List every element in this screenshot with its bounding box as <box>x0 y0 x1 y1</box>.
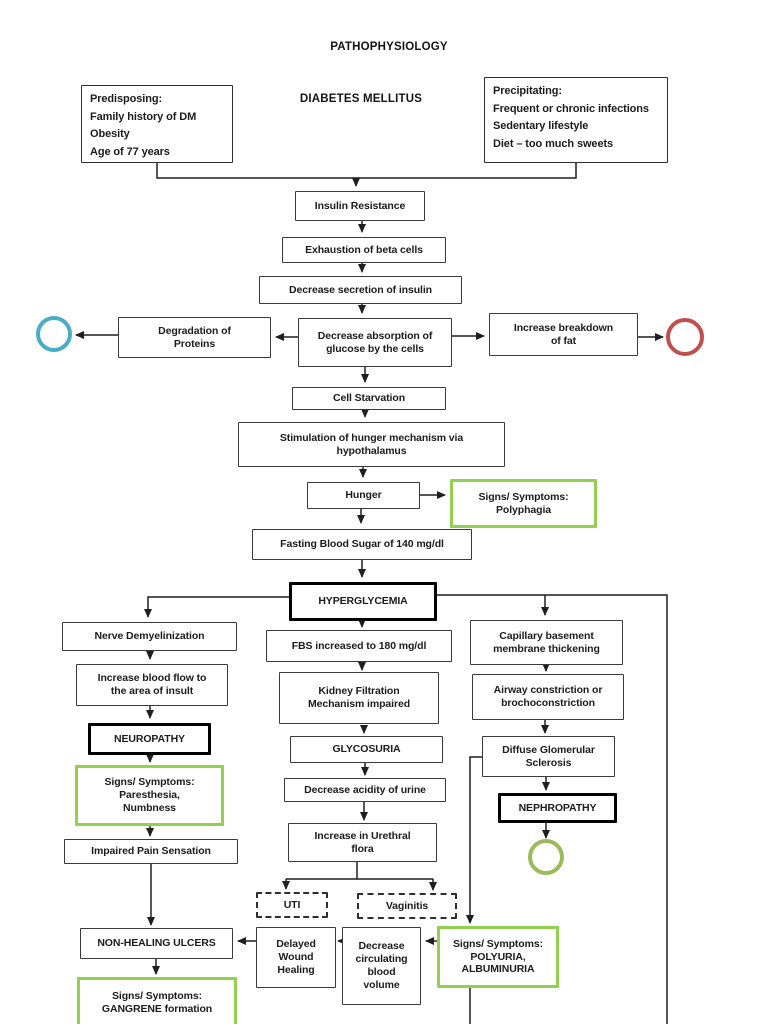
node-fbs-increased: FBS increased to 180 mg/dl <box>266 630 452 662</box>
node-stimulation-hunger: Stimulation of hunger mechanism via hypo… <box>238 422 505 467</box>
node-decrease-acidity-urine: Decrease acidity of urine <box>284 778 446 802</box>
node-degradation-proteins: Degradation of Proteins <box>118 317 271 358</box>
node-delayed-wound-healing: Delayed Wound Healing <box>256 927 336 988</box>
node-increase-blood-flow: Increase blood flow to the area of insul… <box>76 664 228 706</box>
node-impaired-pain-sensation: Impaired Pain Sensation <box>64 839 238 864</box>
node-predisposing: Predisposing: Family history of DM Obesi… <box>81 85 233 163</box>
node-uti: UTI <box>256 892 328 918</box>
continuation-circle-red <box>666 318 704 356</box>
node-decrease-circulating-volume: Decrease circulating blood volume <box>342 927 421 1005</box>
node-non-healing-ulcers: NON-HEALING ULCERS <box>80 928 233 959</box>
node-glycosuria: GLYCOSURIA <box>290 736 443 763</box>
branch-left-nerve <box>144 596 289 618</box>
node-urethral-flora: Increase in Urethral flora <box>288 823 437 862</box>
connector-predisposing-precipitating <box>156 163 577 179</box>
node-kidney-filtration: Kidney Filtration Mechanism impaired <box>279 672 439 724</box>
continuation-circle-green <box>528 839 564 875</box>
diagnosis-heading: DIABETES MELLITUS <box>299 93 423 105</box>
node-airway-constriction: Airway constriction or brochoconstrictio… <box>472 674 624 720</box>
node-hyperglycemia: HYPERGLYCEMIA <box>289 582 437 621</box>
split-flora <box>286 862 433 880</box>
node-signs-gangrene: Signs/ Symptoms: GANGRENE formation <box>77 977 237 1024</box>
continuation-circle-blue <box>36 316 72 352</box>
node-signs-paresthesia: Signs/ Symptoms: Paresthesia, Numbness <box>75 765 224 826</box>
node-vaginitis: Vaginitis <box>357 893 457 919</box>
connector-diffuse-polyuria <box>466 756 482 924</box>
node-nephropathy: NEPHROPATHY <box>498 793 617 823</box>
node-capillary-basement: Capillary basement membrane thickening <box>470 620 623 665</box>
node-cell-starvation: Cell Starvation <box>292 387 446 410</box>
node-exhaustion-beta-cells: Exhaustion of beta cells <box>282 237 446 263</box>
page-title: PATHOPHYSIOLOGY <box>330 41 448 53</box>
node-diffuse-glomerular-sclerosis: Diffuse Glomerular Sclerosis <box>482 736 615 777</box>
node-increase-breakdown-fat: Increase breakdown of fat <box>489 313 638 356</box>
node-insulin-resistance: Insulin Resistance <box>295 191 425 221</box>
node-decrease-secretion-insulin: Decrease secretion of insulin <box>259 276 462 304</box>
node-signs-polyphagia: Signs/ Symptoms: Polyphagia <box>450 479 597 528</box>
node-neuropathy: NEUROPATHY <box>88 723 211 755</box>
node-decrease-absorption-glucose: Decrease absorption of glucose by the ce… <box>298 318 452 367</box>
node-precipitating: Precipitating: Frequent or chronic infec… <box>484 77 668 163</box>
node-fasting-blood-sugar: Fasting Blood Sugar of 140 mg/dl <box>252 529 472 560</box>
node-nerve-demyelinization: Nerve Demyelinization <box>62 622 237 651</box>
node-signs-polyuria-albuminuria: Signs/ Symptoms: POLYURIA, ALBUMINURIA <box>437 926 559 988</box>
node-hunger: Hunger <box>307 482 420 509</box>
